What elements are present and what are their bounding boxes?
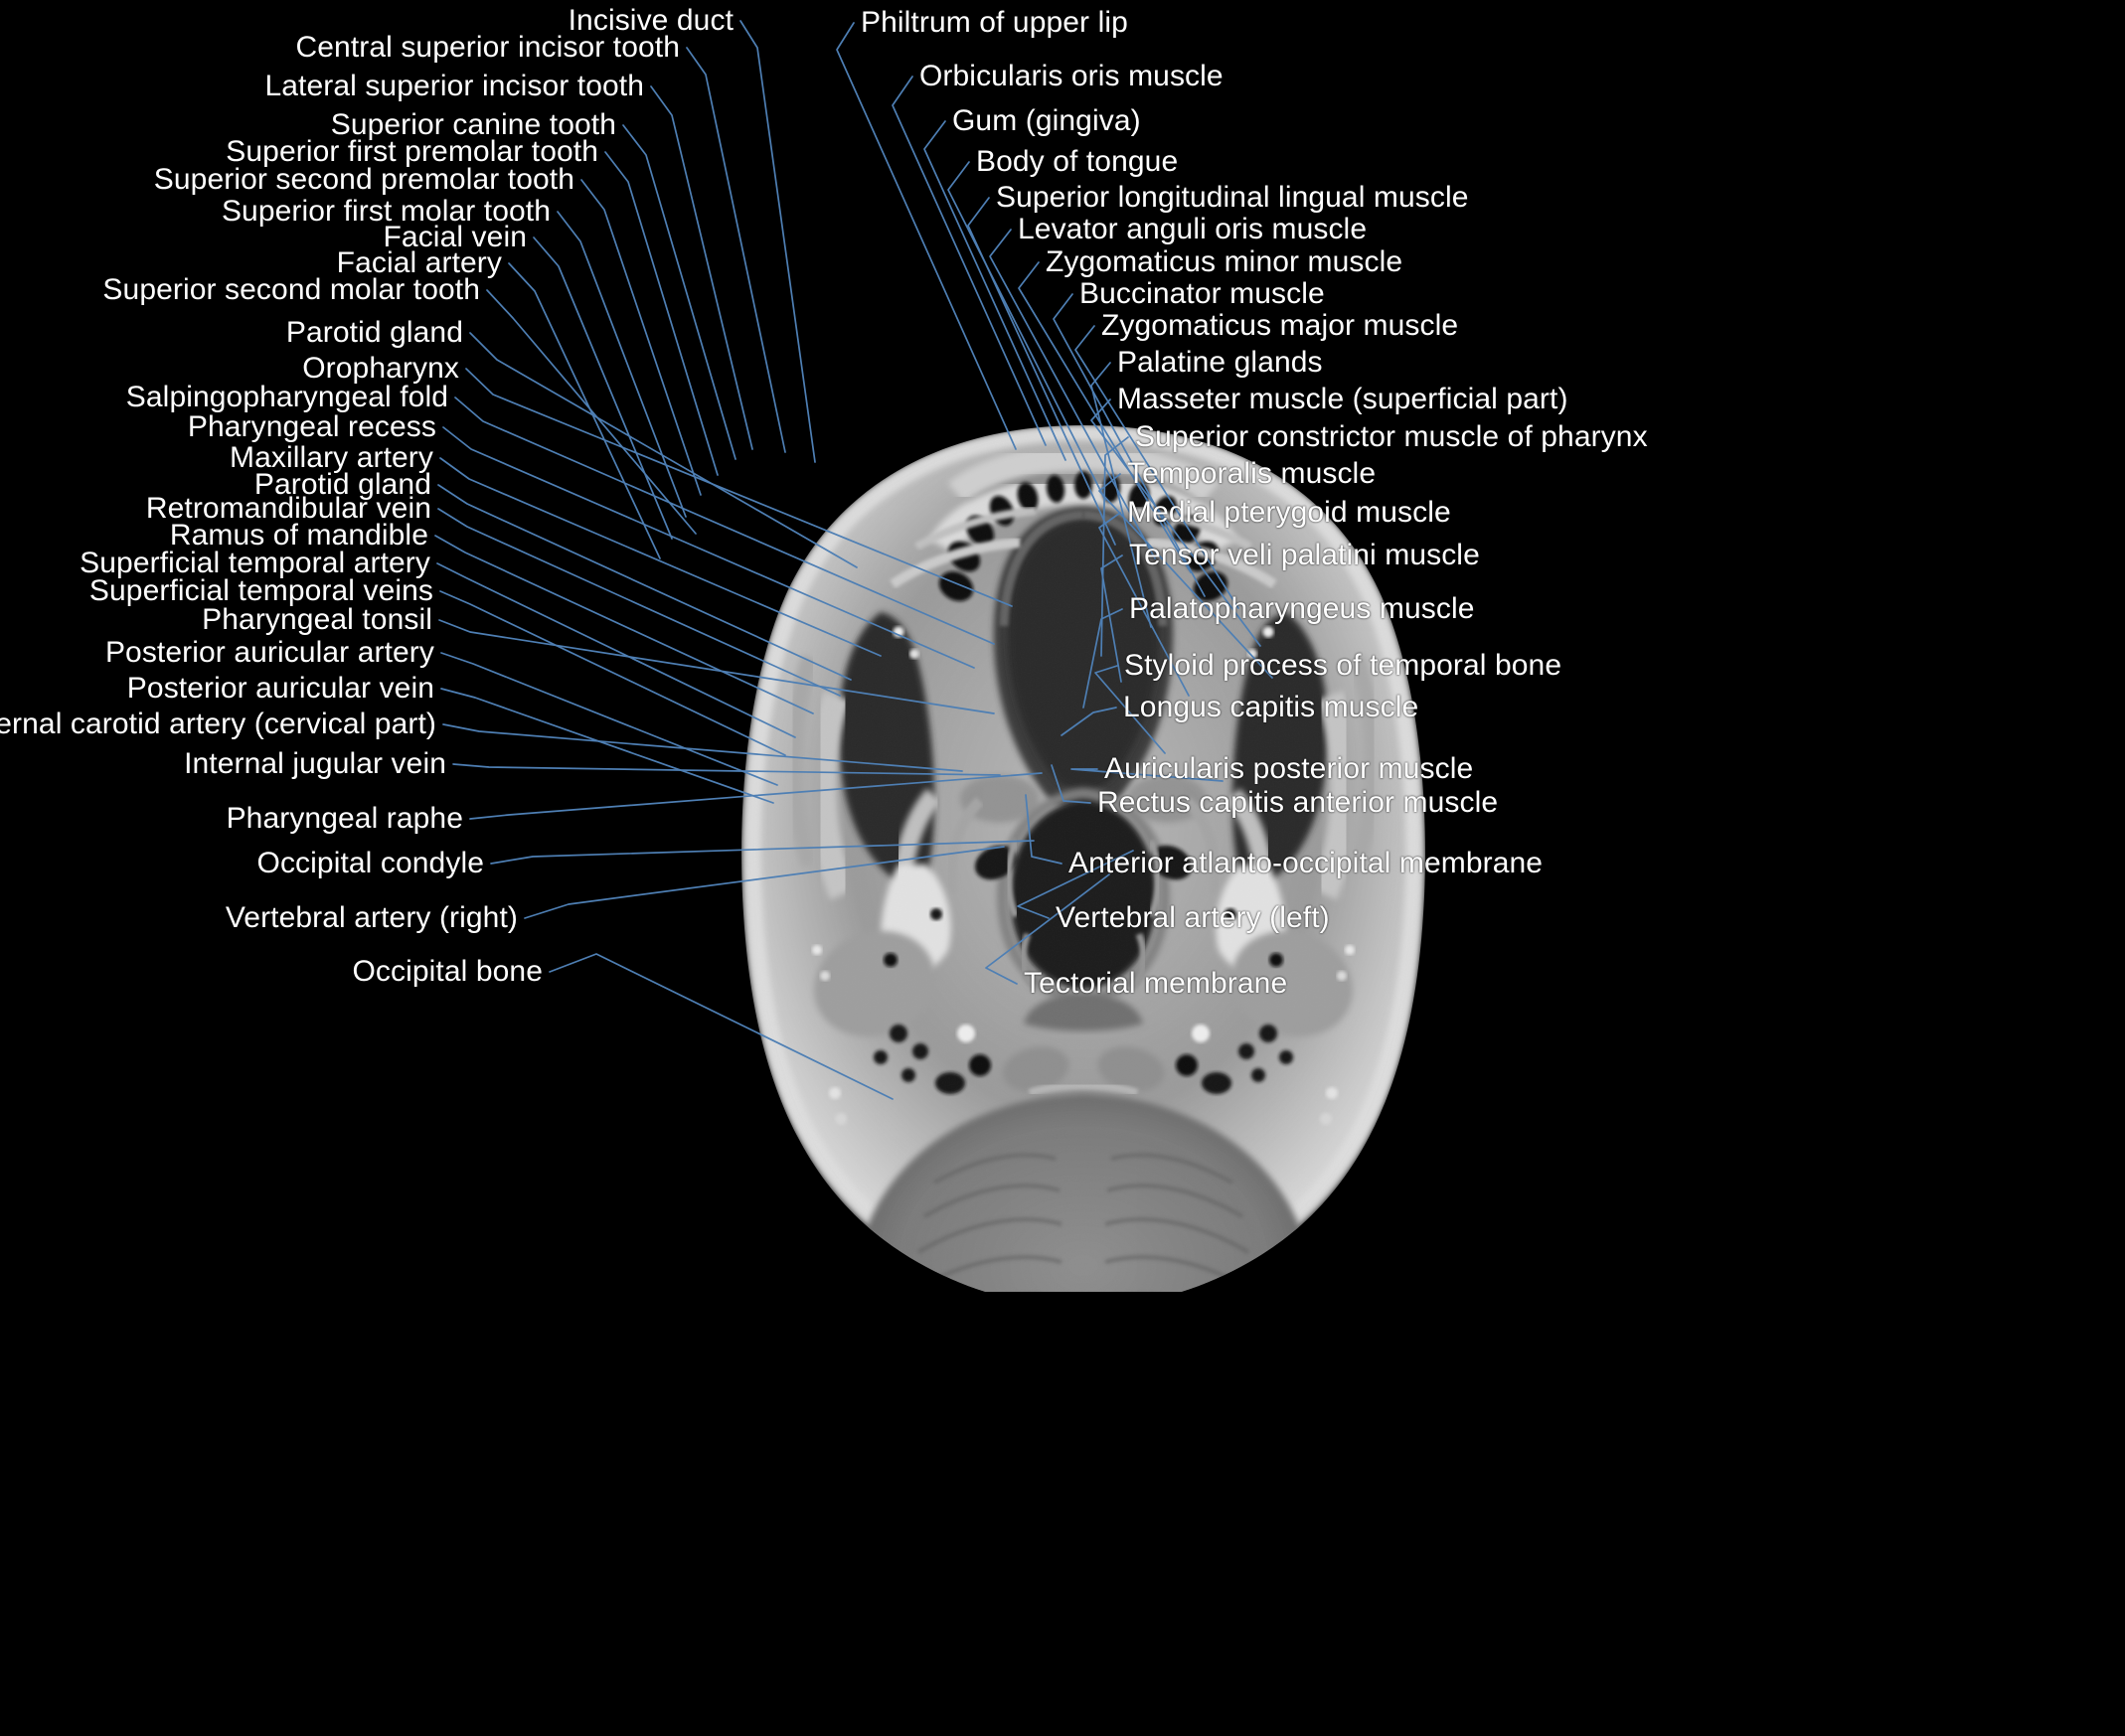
anatomy-label: Superior second premolar tooth (153, 163, 574, 196)
anatomy-label: Pharyngeal tonsil (202, 603, 432, 636)
anatomy-label: Lateral superior incisor tooth (264, 70, 644, 102)
anatomy-label: Superior longitudinal lingual muscle (996, 181, 1469, 214)
anatomy-label: Oropharynx (302, 352, 459, 385)
anatomy-label: Pharyngeal raphe (226, 802, 463, 835)
anatomy-label: Salpingopharyngeal fold (125, 381, 448, 413)
anatomy-label: Medial pterygoid muscle (1127, 496, 1451, 529)
leader-line (580, 179, 702, 496)
anatomy-label: Temporalis muscle (1127, 457, 1377, 490)
anatomy-label: Superior first molar tooth (221, 195, 551, 228)
anatomy-label: Zygomaticus minor muscle (1046, 245, 1403, 278)
scan-watermark (830, 1268, 837, 1299)
anatomy-label: Body of tongue (976, 145, 1179, 178)
anatomy-label: Parotid gland (285, 316, 463, 349)
anatomy-label: Gum (gingiva) (952, 104, 1141, 137)
leader-line (533, 237, 673, 540)
anatomy-label: Orbicularis oris muscle (919, 60, 1224, 92)
anatomy-label: Palatopharyngeus muscle (1129, 592, 1475, 625)
anatomy-label: Facial artery (336, 246, 502, 279)
anatomy-label: Vertebral artery (right) (225, 901, 518, 934)
anatomy-label: Pharyngeal recess (187, 410, 436, 443)
anatomy-label: Auricularis posterior muscle (1104, 752, 1474, 785)
anatomy-label: Retromandibular vein (145, 492, 431, 525)
anatomy-label: Central superior incisor tooth (295, 31, 680, 64)
leader-line (650, 85, 753, 450)
anatomy-label: Levator anguli oris muscle (1018, 213, 1368, 245)
anatomy-label: Posterior auricular artery (104, 636, 434, 669)
anatomy-label: Tensor veli palatini muscle (1129, 539, 1480, 571)
anatomy-label: Styloid process of temporal bone (1124, 649, 1562, 682)
anatomy-label: Posterior auricular vein (126, 672, 434, 705)
anatomy-label: Buccinator muscle (1079, 277, 1325, 310)
leader-line (508, 262, 661, 559)
leader-line (557, 211, 687, 518)
anatomy-label: Occipital condyle (256, 847, 484, 879)
anatomy-label: Superior canine tooth (330, 108, 616, 141)
anatomy-label: Internal jugular vein (184, 747, 446, 780)
anatomy-label: Occipital bone (352, 955, 543, 988)
anatomy-label: Zygomaticus major muscle (1101, 309, 1459, 342)
anatomy-label: Tectorial membrane (1024, 967, 1288, 1000)
leader-line (686, 47, 786, 453)
anatomy-label: Internal carotid artery (cervical part) (0, 708, 436, 740)
anatomy-label: Rectus capitis anterior muscle (1097, 786, 1499, 819)
anatomy-label: Maxillary artery (230, 441, 433, 474)
leader-line (486, 289, 697, 535)
anatomy-label: Incisive duct (568, 4, 734, 37)
anatomy-label: Superficial temporal veins (88, 574, 433, 607)
anatomy-label: Longus capitis muscle (1123, 691, 1419, 723)
anatomy-label: Masseter muscle (superficial part) (1117, 383, 1568, 415)
anatomy-label: Superior second molar tooth (102, 273, 480, 306)
anatomy-label: Parotid gland (253, 468, 431, 501)
anatomy-label: Palatine glands (1117, 346, 1323, 379)
anatomy-label: Vertebral artery (left) (1056, 901, 1330, 934)
anatomy-label: Facial vein (383, 221, 527, 253)
leader-line (739, 20, 816, 463)
anatomy-label: Anterior atlanto-occipital membrane (1068, 847, 1544, 879)
anatomy-label: Superior constrictor muscle of pharynx (1135, 420, 1648, 453)
anatomy-label: Philtrum of upper lip (861, 6, 1128, 39)
anatomy-label: Superficial temporal artery (80, 547, 430, 579)
anatomy-label: Ramus of mandible (169, 519, 428, 552)
anatomy-label: Superior first premolar tooth (226, 135, 598, 168)
mri-axial-scan (686, 397, 1481, 1292)
